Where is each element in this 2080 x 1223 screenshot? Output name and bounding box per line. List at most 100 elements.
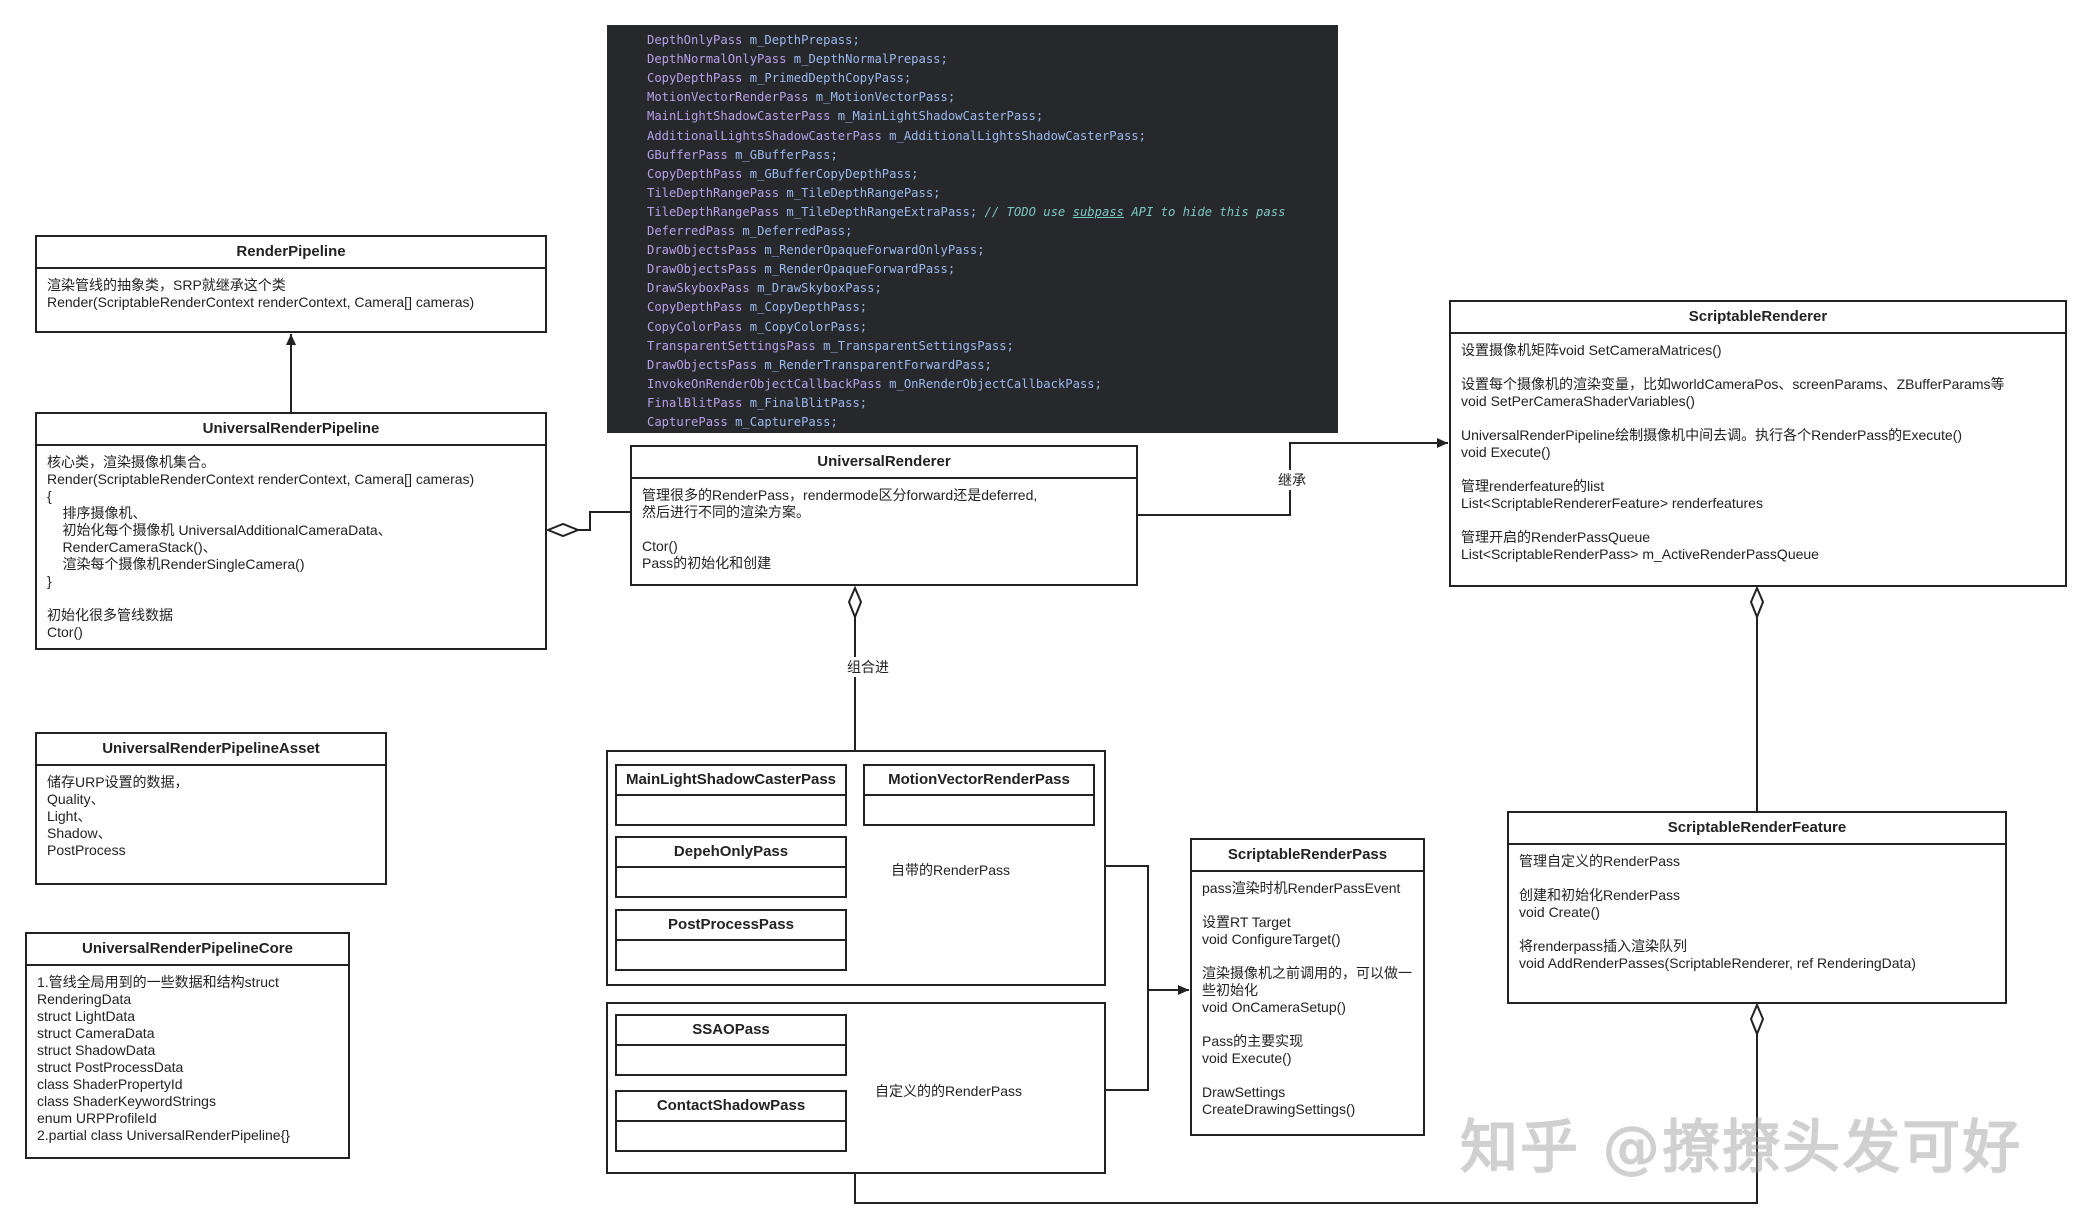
class-title: RenderPipeline	[37, 237, 545, 269]
code-field: m_RenderTransparentForwardPass;	[764, 357, 992, 372]
code-type: DrawObjectsPass	[647, 262, 758, 277]
code-line: DrawObjectsPass m_RenderOpaqueForwardPas…	[647, 260, 955, 279]
code-line: CopyDepthPass m_CopyDepthPass;	[647, 298, 867, 317]
class-title: UniversalRenderPipelineCore	[27, 934, 348, 966]
class-title: ScriptableRenderFeature	[1509, 813, 2005, 845]
code-line: CopyDepthPass m_PrimedDepthCopyPass;	[647, 69, 911, 88]
code-line: DrawObjectsPass m_RenderOpaqueForwardOnl…	[647, 241, 985, 260]
code-type: TileDepthRangePass	[647, 185, 780, 200]
code-field: m_TileDepthRangeExtraPass;	[786, 204, 978, 219]
code-field: m_RenderOpaqueForwardPass;	[764, 262, 956, 277]
universal-render-pipeline-class: UniversalRenderPipeline 核心类，渲染摄像机集合。 Ren…	[35, 412, 547, 650]
edge-custom-to-feature	[854, 1034, 1758, 1204]
code-field: m_TransparentSettingsPass;	[823, 338, 1014, 353]
group-label: 自定义的的RenderPass	[875, 1083, 1023, 1099]
code-line: MotionVectorRenderPass m_MotionVectorPas…	[647, 88, 955, 107]
code-panel: DepthOnlyPass m_DepthPrepass;DepthNormal…	[607, 25, 1338, 433]
code-line: TileDepthRangePass m_TileDepthRangeExtra…	[647, 203, 1285, 222]
code-line: TileDepthRangePass m_TileDepthRangePass;	[647, 184, 941, 203]
code-line: CopyColorPass m_CopyColorPass;	[647, 318, 867, 337]
code-field: m_CapturePass;	[735, 415, 838, 429]
pass-contact-shadow: ContactShadowPass	[615, 1090, 847, 1152]
code-line: CopyDepthPass m_GBufferCopyDepthPass;	[647, 165, 919, 184]
class-title: ScriptableRenderer	[1451, 302, 2065, 334]
code-type: DepthNormalOnlyPass	[647, 52, 787, 67]
code-line: DrawSkyboxPass m_DrawSkyboxPass;	[647, 279, 882, 298]
code-field: m_FinalBlitPass;	[749, 395, 868, 410]
edge-label-compose: 组合进	[845, 657, 891, 677]
code-field: m_CopyDepthPass;	[749, 300, 868, 315]
custom-pass-group: SSAOPass ContactShadowPass 自定义的的RenderPa…	[606, 1002, 1106, 1174]
code-type: CopyColorPass	[647, 319, 743, 334]
code-line: CapturePass m_CapturePass;	[647, 413, 838, 432]
universal-renderer-class: UniversalRenderer 管理很多的RenderPass，render…	[630, 445, 1138, 586]
group-label: 自带的RenderPass	[891, 862, 1011, 878]
scriptable-renderer-class: ScriptableRenderer 设置摄像机矩阵void SetCamera…	[1449, 300, 2067, 587]
code-type: InvokeOnRenderObjectCallbackPass	[647, 376, 882, 391]
code-type: AdditionalLightsShadowCasterPass	[647, 128, 882, 143]
edge-renderer-to-urp	[578, 511, 630, 531]
code-type: GBufferPass	[647, 147, 728, 162]
code-line: DepthNormalOnlyPass m_DepthNormalPrepass…	[647, 50, 948, 69]
class-body: 管理很多的RenderPass，rendermode区分forward还是def…	[642, 487, 1038, 571]
code-line: TransparentSettingsPass m_TransparentSet…	[647, 337, 1014, 356]
code-line: FinalBlitPass m_FinalBlitPass;	[647, 394, 867, 413]
edge-builtin-to-renderpass	[1106, 865, 1149, 990]
pass-title: ContactShadowPass	[617, 1092, 845, 1122]
code-line: DrawObjectsPass m_RenderTransparentForwa…	[647, 356, 992, 375]
pass-main-light-shadow-caster: MainLightShadowCasterPass	[615, 764, 847, 826]
pass-depth-only: DepehOnlyPass	[615, 836, 847, 898]
code-type: DrawObjectsPass	[647, 357, 758, 372]
class-body: 渲染管线的抽象类，SRP就继承这个类 Render(ScriptableRend…	[47, 277, 475, 310]
aggregation-diamond	[545, 522, 581, 538]
scriptable-render-feature-class: ScriptableRenderFeature 管理自定义的RenderPass…	[1507, 811, 2007, 1004]
aggregation-diamond	[1749, 585, 1765, 620]
code-line: InvokeOnRenderObjectCallbackPass m_OnRen…	[647, 375, 1102, 394]
pass-ssao: SSAOPass	[615, 1014, 847, 1076]
code-type: TileDepthRangePass	[647, 204, 780, 219]
code-type: DrawSkyboxPass	[647, 281, 750, 296]
code-field: m_MainLightShadowCasterPass;	[837, 109, 1044, 124]
code-type: CapturePass	[647, 415, 728, 429]
code-type: FinalBlitPass	[647, 395, 743, 410]
pass-title: PostProcessPass	[617, 911, 845, 941]
code-field: m_TileDepthRangePass;	[786, 185, 941, 200]
code-field: m_MotionVectorPass;	[815, 90, 956, 105]
pass-post-process: PostProcessPass	[615, 909, 847, 971]
code-type: DeferredPass	[647, 224, 736, 238]
class-body: 设置摄像机矩阵void SetCameraMatrices() 设置每个摄像机的…	[1461, 342, 2005, 562]
code-type: MainLightShadowCasterPass	[647, 109, 831, 124]
code-field: m_DrawSkyboxPass;	[757, 281, 882, 296]
class-body: pass渲染时机RenderPassEvent 设置RT Target void…	[1202, 880, 1412, 1117]
code-line: DepthOnlyPass m_DepthPrepass;	[647, 31, 860, 50]
class-title: ScriptableRenderPass	[1192, 840, 1423, 872]
code-field: m_DeferredPass;	[742, 224, 853, 238]
code-line: MainLightShadowCasterPass m_MainLightSha…	[647, 107, 1043, 126]
code-line: DeferredPass m_DeferredPass;	[647, 222, 852, 241]
class-title: UniversalRenderPipelineAsset	[37, 734, 385, 766]
pass-title: MotionVectorRenderPass	[865, 766, 1093, 796]
watermark: 知乎 @撩撩头发可好	[1460, 1113, 2023, 1181]
aggregation-diamond	[847, 585, 863, 620]
scriptable-render-pass-class: ScriptableRenderPass pass渲染时机RenderPassE…	[1190, 838, 1425, 1136]
code-type: DrawObjectsPass	[647, 243, 758, 258]
aggregation-diamond	[1749, 1002, 1765, 1037]
pass-title: MainLightShadowCasterPass	[617, 766, 845, 796]
code-type: TransparentSettingsPass	[647, 338, 816, 353]
code-comment: // TODO use subpass API to hide this pas…	[984, 204, 1286, 219]
code-field: m_OnRenderObjectCallbackPass;	[889, 376, 1102, 391]
class-title: UniversalRenderPipeline	[37, 414, 545, 446]
code-field: m_RenderOpaqueForwardOnlyPass;	[764, 243, 985, 258]
code-field: m_PrimedDepthCopyPass;	[749, 71, 912, 86]
code-field: m_GBufferCopyDepthPass;	[749, 166, 919, 181]
code-type: DepthOnlyPass	[647, 33, 743, 47]
code-line: GBufferPass m_GBufferPass;	[647, 146, 838, 165]
code-type: CopyDepthPass	[647, 71, 743, 86]
class-title: UniversalRenderer	[632, 447, 1136, 479]
urp-asset-class: UniversalRenderPipelineAsset 储存URP设置的数据，…	[35, 732, 387, 885]
code-field: m_CopyColorPass;	[749, 319, 868, 334]
class-body: 储存URP设置的数据， Quality、 Light、 Shadow、 Post…	[47, 774, 189, 858]
code-type: CopyDepthPass	[647, 300, 743, 315]
edge-label-inherit: 继承	[1276, 470, 1308, 490]
